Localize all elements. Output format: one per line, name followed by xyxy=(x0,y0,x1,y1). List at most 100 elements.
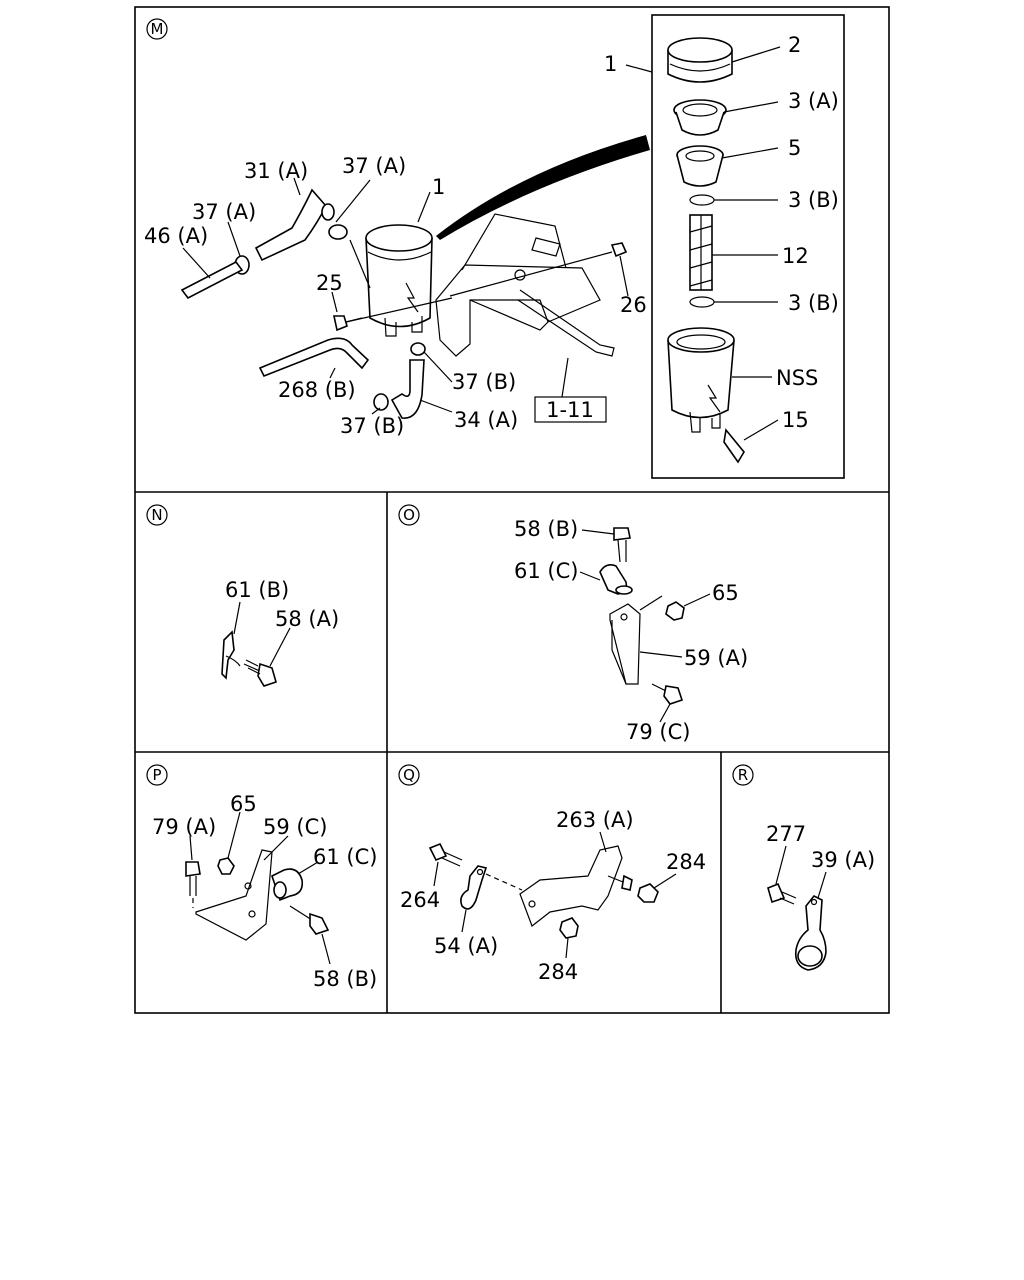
label-58b: 58 (B) xyxy=(514,517,578,541)
clamp-37b-right xyxy=(410,342,426,356)
nut-284-bottom xyxy=(559,917,579,939)
leader-61b xyxy=(233,601,241,635)
panel-m: M xyxy=(144,14,845,479)
bracket-59c-hole-bottom xyxy=(248,910,256,918)
clip-54a xyxy=(460,865,488,910)
clamp-37a-upper xyxy=(328,224,348,240)
reservoir-body xyxy=(667,327,735,433)
panel-r: R 277 39 (A) xyxy=(732,764,875,971)
label-46a: 46 (A) xyxy=(144,224,208,248)
bolt-58b xyxy=(289,905,330,935)
strainer-cup xyxy=(676,145,724,187)
leader-277 xyxy=(775,845,787,885)
bolt-277 xyxy=(767,882,797,905)
bolt-79c xyxy=(651,683,684,705)
reference-box xyxy=(534,396,607,423)
label-54a: 54 (A) xyxy=(434,934,498,958)
leader-59a xyxy=(639,651,683,658)
leader-61c xyxy=(579,571,601,581)
label-12: 12 xyxy=(782,244,809,268)
label-65: 65 xyxy=(712,581,739,605)
label-nss: NSS xyxy=(776,366,818,390)
leader-58b xyxy=(321,933,331,965)
label-15: 15 xyxy=(782,408,809,432)
svg-text:Q: Q xyxy=(403,766,415,784)
leader-39a xyxy=(817,871,827,899)
bolt-79a xyxy=(185,861,201,908)
o-ring-bottom xyxy=(689,296,715,308)
label-1-inset: 1 xyxy=(604,52,617,76)
clamp-37a-top xyxy=(321,203,335,221)
leader-284-bottom xyxy=(565,937,569,959)
leader-59c xyxy=(263,835,289,861)
label-263a: 263 (A) xyxy=(556,808,634,832)
reference-label: 1-11 xyxy=(546,398,594,422)
label-268b: 268 (B) xyxy=(278,378,356,402)
bolt-25-axis xyxy=(345,297,453,323)
panel-o: O 58 (B) 61 (C) 65 59 (A) 79 (C) xyxy=(398,504,748,744)
clip-61b xyxy=(221,630,235,680)
leader-65 xyxy=(227,811,241,859)
hose-31a xyxy=(254,188,327,262)
bracket-59a-hole xyxy=(620,613,628,621)
label-61c: 61 (C) xyxy=(313,845,377,869)
label-284-top: 284 xyxy=(666,850,706,874)
leader-79c xyxy=(659,703,671,723)
label-264: 264 xyxy=(400,888,440,912)
nut-26-axis xyxy=(449,251,613,297)
bracket-59a-fold xyxy=(639,595,663,611)
svg-text:N: N xyxy=(151,506,162,524)
label-34a: 34 (A) xyxy=(454,408,518,432)
cap-seal xyxy=(673,99,727,136)
bolt-58b xyxy=(613,527,631,563)
label-37b-right: 37 (B) xyxy=(452,370,516,394)
label-37b-bottom: 37 (B) xyxy=(340,414,404,438)
leader-61c xyxy=(297,861,319,875)
dash-line-q xyxy=(485,873,523,891)
panel-frame xyxy=(134,6,890,1014)
label-3b-bottom: 3 (B) xyxy=(788,291,839,315)
reservoir-bracket xyxy=(435,213,615,357)
label-79c: 79 (C) xyxy=(626,720,690,744)
leader-263a xyxy=(599,831,607,853)
hose-34a xyxy=(390,359,425,419)
panel-p-marker: P xyxy=(146,764,168,786)
clamp-61c xyxy=(271,868,304,902)
label-61c: 61 (C) xyxy=(514,559,578,583)
label-58b: 58 (B) xyxy=(313,967,377,991)
panel-n-marker: N xyxy=(146,504,168,526)
clamp-37b-bottom xyxy=(373,393,389,411)
nut-65 xyxy=(665,601,685,621)
label-31a: 31 (A) xyxy=(244,159,308,183)
bolt-58a xyxy=(243,659,277,687)
leader-58b xyxy=(581,529,615,535)
bracket-59a-edge xyxy=(611,620,627,685)
label-277: 277 xyxy=(766,822,806,846)
bolt-264 xyxy=(428,842,463,867)
leader-58a xyxy=(269,627,291,667)
svg-text:R: R xyxy=(738,766,748,784)
panel-q: Q 263 (A) 284 264 54 (A) xyxy=(398,764,706,984)
label-1-main: 1 xyxy=(432,175,445,199)
label-59c: 59 (C) xyxy=(263,815,327,839)
panel-o-marker: O xyxy=(398,504,420,526)
bracket-263a xyxy=(519,845,623,927)
nut-284-top xyxy=(637,883,659,903)
bracket-263a-hole xyxy=(528,900,536,908)
label-284-bottom: 284 xyxy=(538,960,578,984)
float-clip xyxy=(723,428,745,464)
bolt-25 xyxy=(333,315,363,332)
o-ring-top xyxy=(689,194,715,206)
leader-54a xyxy=(461,909,467,933)
label-79a: 79 (A) xyxy=(152,815,216,839)
leader-284-top xyxy=(653,873,677,889)
clamp-39a xyxy=(794,894,827,971)
label-39a: 39 (A) xyxy=(811,848,875,872)
panel-n: N 61 (B) 58 (A) xyxy=(146,504,339,687)
inset-leaders xyxy=(625,46,781,441)
panel-p: P 79 (A) 65 59 (C) 61 (C) 58 (B) xyxy=(146,764,377,991)
label-61b: 61 (B) xyxy=(225,578,289,602)
label-65: 65 xyxy=(230,792,257,816)
filter-screen xyxy=(689,214,713,291)
